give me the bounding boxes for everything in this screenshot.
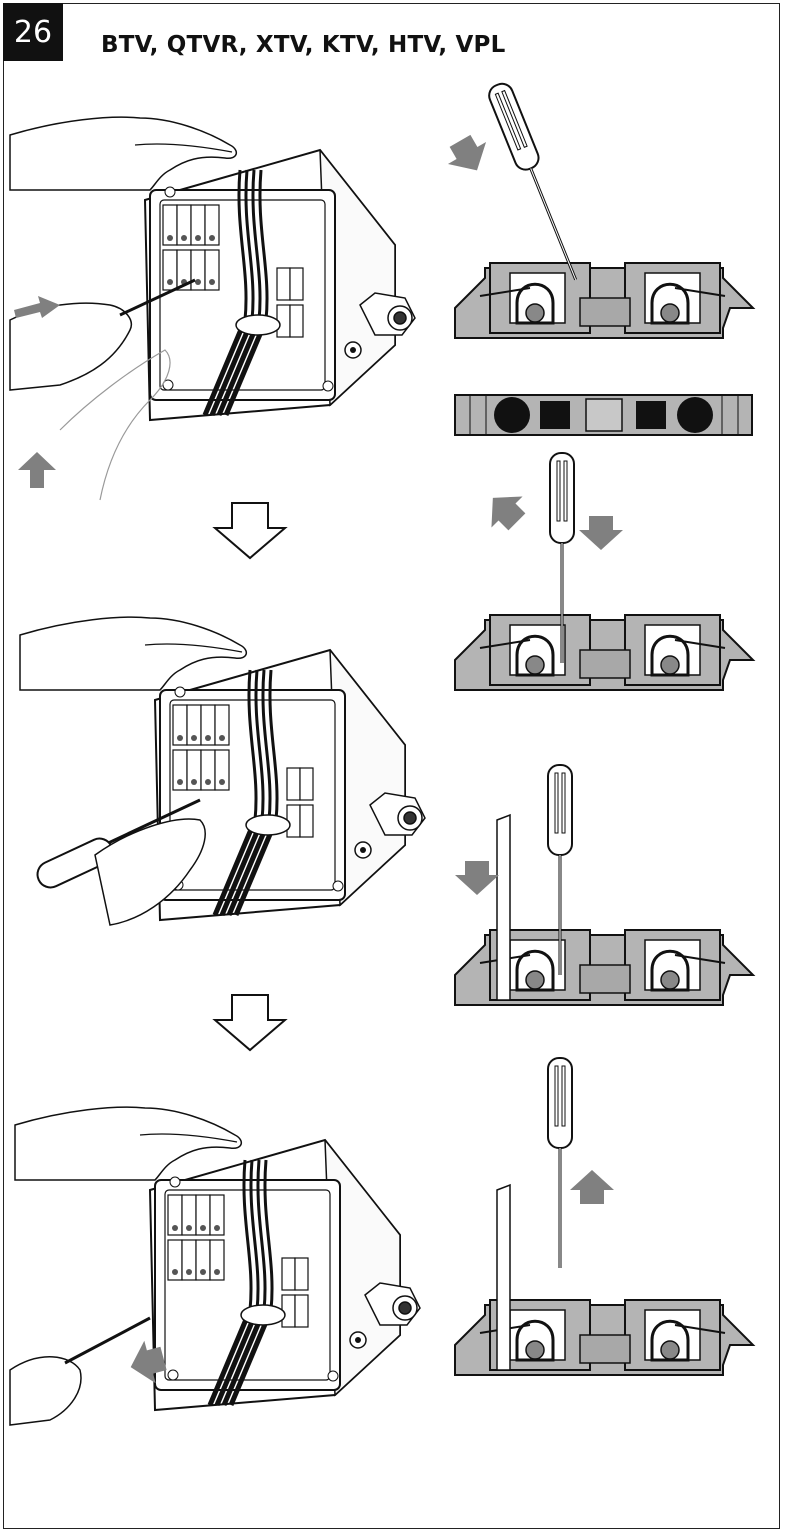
hand-with-screwdriver-step3: [9, 1316, 151, 1426]
wire-step3: [496, 813, 511, 1001]
terminal-cross-section-1: [453, 261, 755, 340]
screwdriver-icon: [546, 1056, 574, 1270]
terminal-cross-section-2: [453, 613, 755, 692]
gray-arrow-right-step1: [14, 296, 60, 318]
hand-with-screwdriver-step1: [9, 278, 196, 501]
hollow-down-arrow-icon: [214, 994, 286, 1051]
gray-arrow-down-step3: [455, 861, 499, 895]
gray-arrow-down-step2: [579, 516, 623, 550]
hand-with-screwdriver-step2: [36, 798, 206, 926]
page-frame: [3, 3, 780, 1529]
hollow-down-arrow-icon: [214, 502, 286, 559]
wire-step4: [496, 1183, 511, 1371]
step-number-badge: 26: [3, 3, 63, 61]
gray-arrow-up-step4: [570, 1170, 614, 1204]
page-title: BTV, QTVR, XTV, KTV, HTV, VPL: [101, 32, 506, 58]
gray-arrow-diagonal-step2: [477, 482, 533, 538]
gray-arrow-up-step1: [18, 452, 56, 488]
terminal-top-view: [454, 394, 753, 436]
screwdriver-icon: [484, 79, 589, 286]
gray-arrow-down-step1: [440, 129, 497, 182]
